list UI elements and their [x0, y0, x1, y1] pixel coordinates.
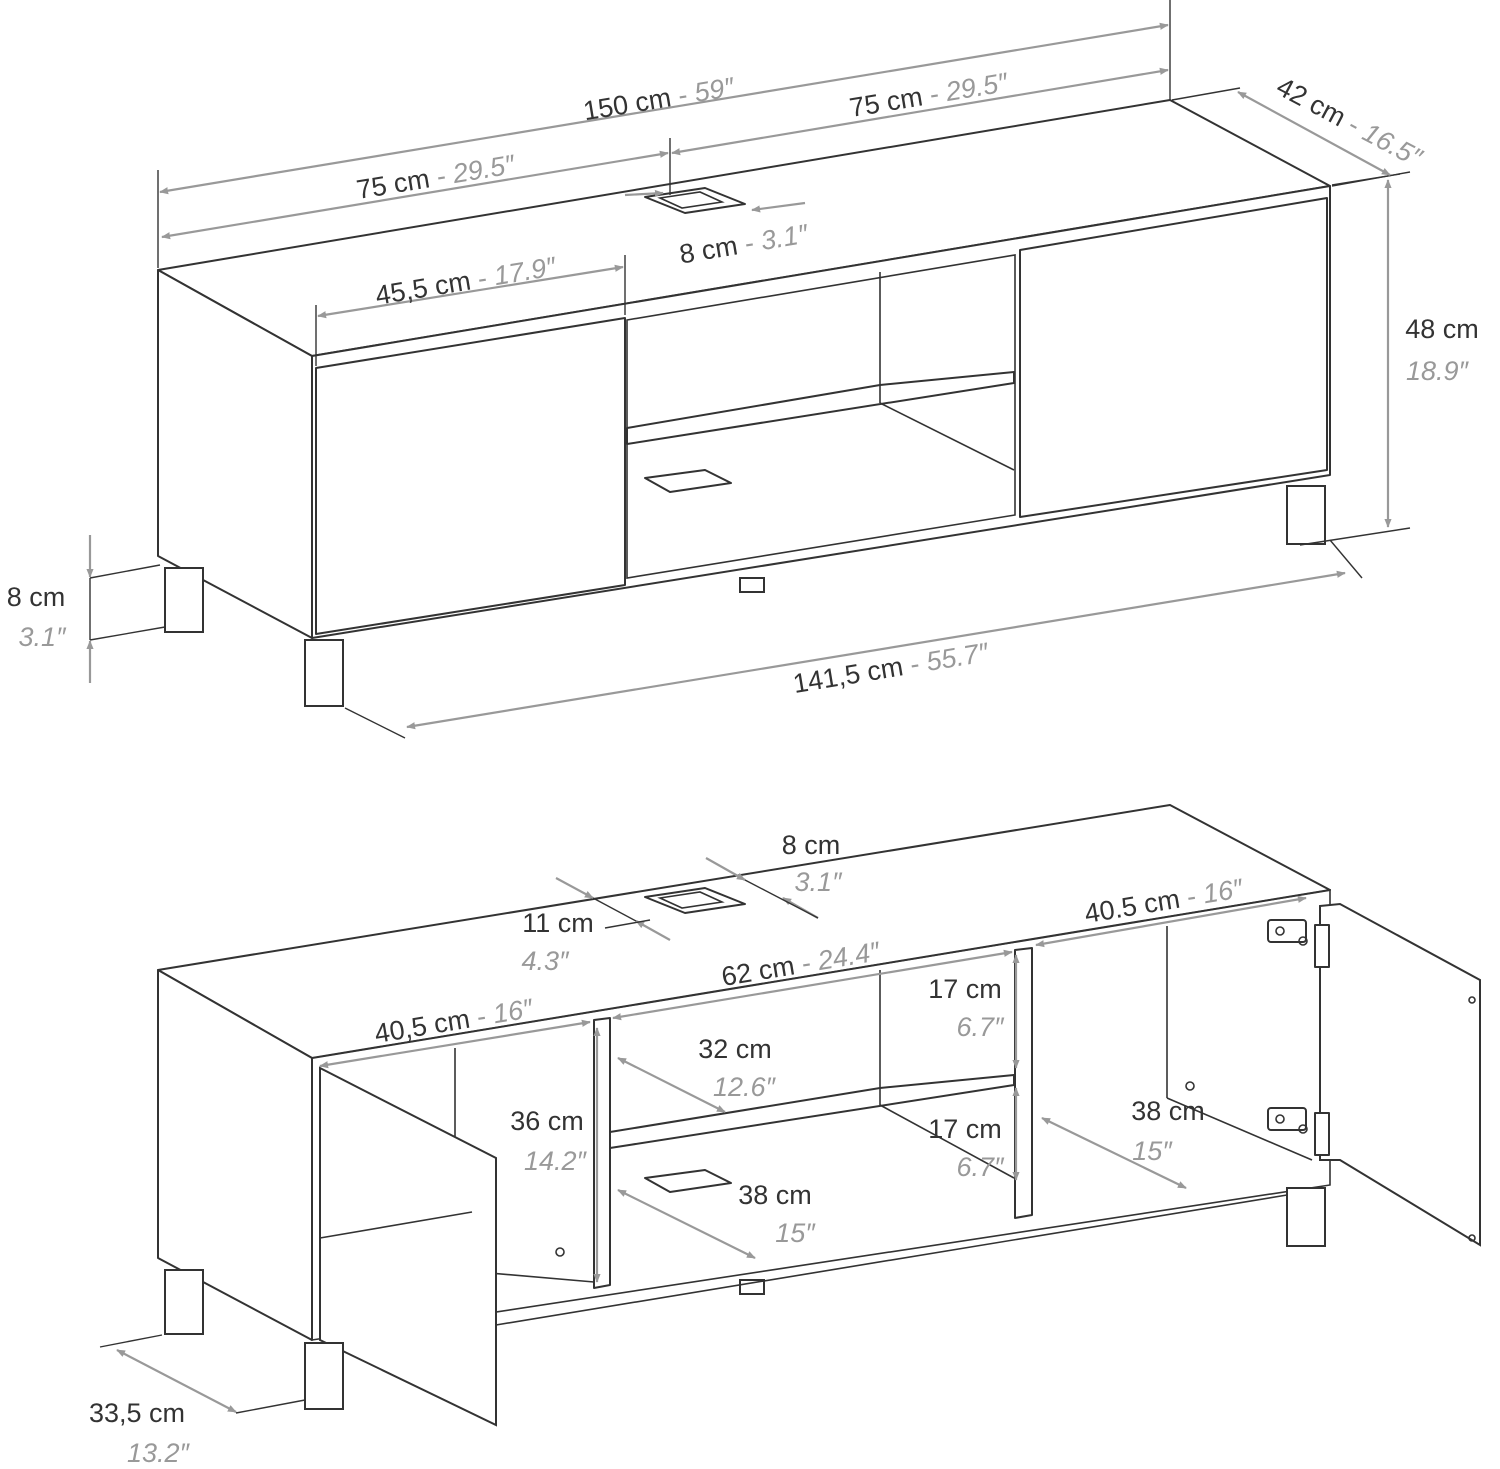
left-open-door — [319, 1066, 497, 1427]
label-middle-depth-cm: 38 cm — [738, 1180, 812, 1210]
open-top-cable-hole — [644, 887, 746, 914]
open-back-left-leg — [164, 1269, 204, 1335]
open-bottom-cable-hole — [644, 1169, 732, 1193]
left-side-panel — [157, 269, 313, 639]
label-upper-shelf-cm: 17 cm — [928, 974, 1002, 1004]
bottom-cable-hole — [644, 469, 732, 493]
top-extension-lines — [89, 0, 1411, 739]
dim-line-half-right — [671, 67, 1169, 156]
dim-line-right-compartment — [1035, 895, 1307, 948]
label-height-cm: 48 cm — [1405, 314, 1479, 344]
label-hole-depth-cm: 11 cm — [522, 908, 594, 938]
bottom-furniture-drawing — [157, 804, 1481, 1427]
front-left-leg — [304, 639, 344, 707]
top-dimension-lines — [86, 22, 1392, 730]
interior-back — [311, 889, 1331, 1341]
label-left-height-inch: 14.2″ — [524, 1146, 588, 1176]
dim-line-base-depth — [116, 1349, 237, 1413]
label-inner-width: 141,5 cm - 55.7″ — [791, 637, 992, 699]
label-left-height-cm: 36 cm — [510, 1106, 584, 1136]
label-hole-width-cm: 8 cm — [782, 830, 841, 860]
dim-line-hole-depth-a — [555, 877, 594, 899]
lower-hinge-icon — [1267, 1107, 1330, 1156]
open-front-left-leg — [304, 1342, 344, 1410]
dim-line-left-compartment — [319, 1019, 591, 1069]
label-half-right: 75 cm - 29.5″ — [847, 67, 1011, 123]
open-right-leg — [1286, 1187, 1326, 1247]
label-hole-width-inch: 3.1″ — [794, 867, 843, 897]
open-middle-shelf — [609, 1074, 1015, 1149]
back-left-leg — [164, 567, 204, 633]
dim-line-middle-depth — [617, 1189, 756, 1259]
label-lower-shelf-inch: 6.7″ — [956, 1152, 1005, 1182]
dim-line-cable-hole-right — [751, 201, 806, 213]
label-half-left: 75 cm - 29.5″ — [354, 149, 518, 205]
dim-line-hole-depth-b — [635, 920, 671, 941]
right-door — [1019, 197, 1328, 518]
top-furniture-drawing — [157, 99, 1331, 707]
label-shelf-depth-inch: 12.6″ — [713, 1072, 777, 1102]
dim-line-half-left — [161, 150, 669, 240]
dim-line-depth — [1237, 91, 1391, 176]
label-leg-height-inch: 3.1″ — [18, 622, 67, 652]
dim-line-middle-width — [612, 949, 1013, 1021]
dim-line-cable-hole-left — [624, 189, 664, 198]
left-door — [315, 317, 626, 635]
label-leg-height-cm: 8 cm — [7, 582, 66, 612]
label-upper-shelf-inch: 6.7″ — [956, 1012, 1005, 1042]
label-right-depth-cm: 38 cm — [1131, 1096, 1205, 1126]
dim-line-inner-width — [406, 570, 1346, 730]
dim-line-hole-width-a — [705, 857, 746, 881]
label-shelf-depth-cm: 32 cm — [698, 1034, 772, 1064]
label-base-depth-cm: 33,5 cm — [89, 1398, 185, 1428]
label-middle-depth-inch: 15″ — [775, 1218, 816, 1248]
label-base-depth-inch: 13.2″ — [127, 1438, 191, 1468]
label-right-depth-inch: 15″ — [1132, 1136, 1173, 1166]
middle-opening — [626, 254, 1016, 579]
right-divider — [1014, 947, 1033, 1219]
label-lower-shelf-cm: 17 cm — [928, 1114, 1002, 1144]
middle-shelf — [626, 371, 1015, 445]
center-leg — [739, 577, 765, 593]
dim-line-door-width — [317, 264, 624, 319]
right-open-door — [1319, 902, 1481, 1247]
dim-line-right-depth — [1041, 1117, 1187, 1189]
upper-hinge-icon — [1267, 919, 1330, 968]
right-leg — [1286, 485, 1326, 545]
label-total-width: 150 cm - 59″ — [581, 72, 737, 127]
open-top-surface — [157, 804, 1331, 1059]
dim-line-shelf-depth — [617, 1057, 726, 1113]
label-height-inch: 18.9″ — [1406, 356, 1470, 386]
bottom-dimension-labels: 8 cm 3.1″ 11 cm 4.3″ 40.5 cm - 16″ 62 cm… — [89, 830, 1246, 1468]
label-hole-depth-inch: 4.3″ — [521, 946, 570, 976]
bottom-dimension-lines — [99, 857, 1307, 1414]
